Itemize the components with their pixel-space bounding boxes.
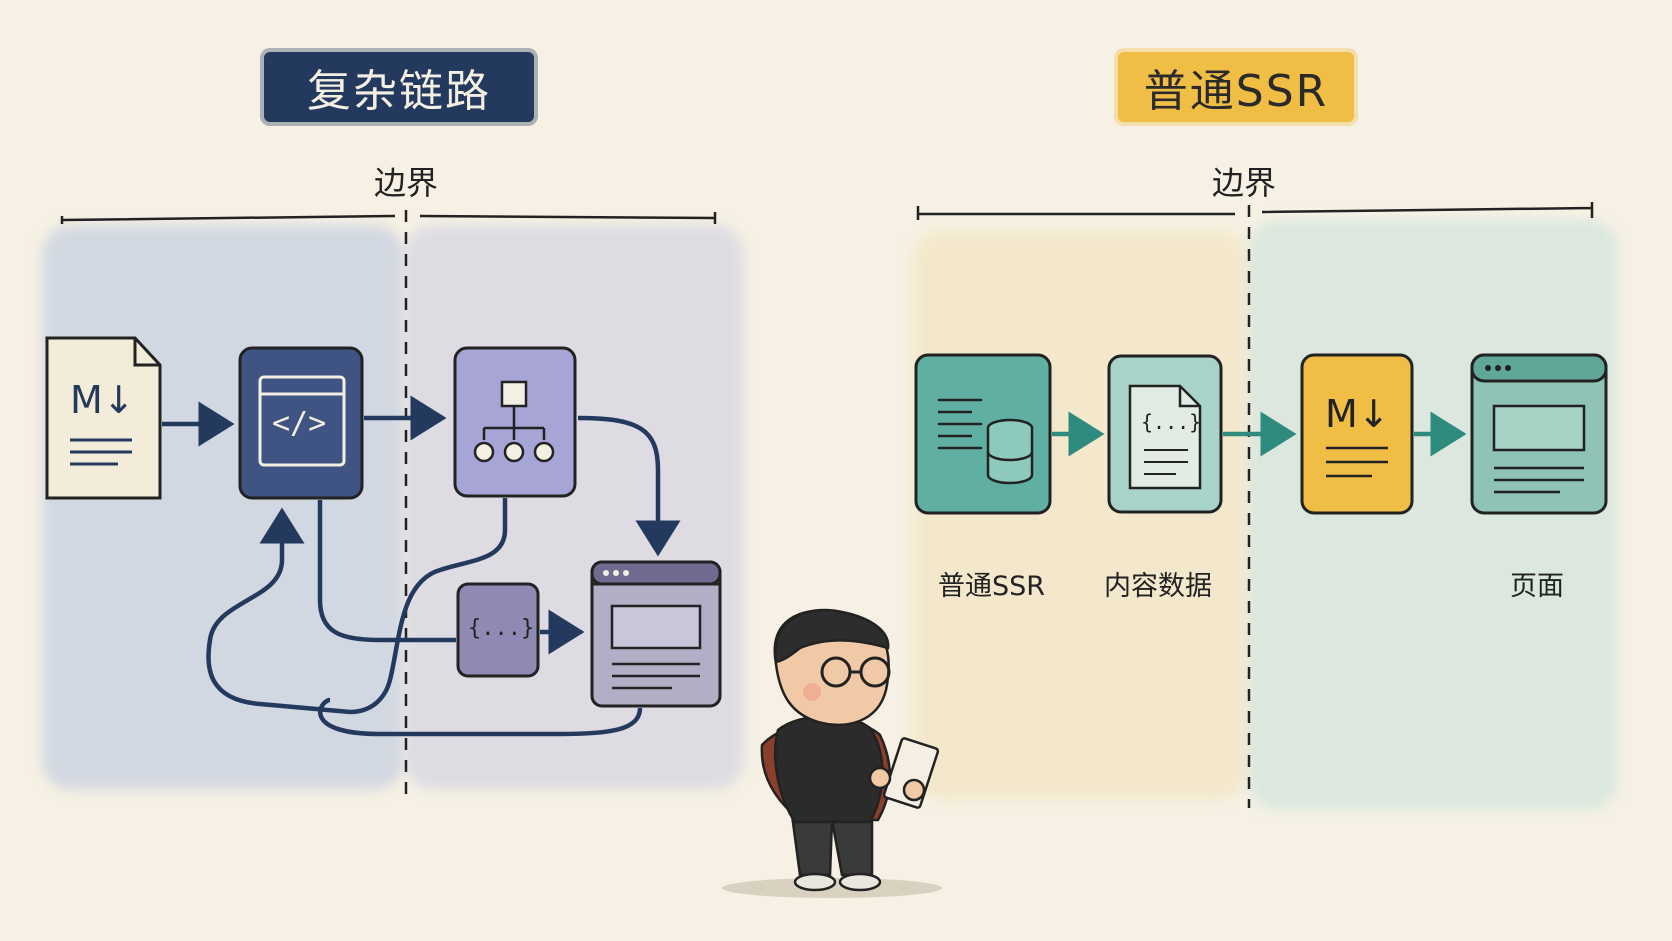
step-label-content-data: 内容数据: [1104, 571, 1212, 602]
left-json-mark: {...}: [468, 616, 535, 641]
right-json-mark: {...}: [1141, 410, 1202, 434]
right-zone-b: [1248, 220, 1618, 810]
left-flow-arrows: [162, 395, 681, 737]
left-boundary-bracket: [60, 212, 717, 224]
right-page-box: [1470, 353, 1608, 515]
right-boundary-label: 边界: [1212, 164, 1277, 202]
right-markdown-mark: M↓: [1325, 392, 1390, 436]
left-boundary-label: 边界: [374, 164, 439, 202]
left-code-mark: </>: [272, 406, 327, 441]
browser-page-box: [590, 560, 722, 708]
markdown-file-icon: [45, 336, 162, 500]
right-title-banner: 普通SSR: [1118, 52, 1354, 122]
right-boundary-bracket: [916, 202, 1594, 220]
code-editor-box: [238, 346, 364, 500]
component-tree-box: [453, 346, 577, 498]
step-label-ssr: 普通SSR: [938, 571, 1046, 602]
right-content-data-box: [1107, 354, 1223, 514]
left-title-text: 复杂链路: [307, 66, 491, 117]
right-zone-a: [912, 230, 1248, 800]
right-markdown-box: [1300, 353, 1414, 515]
left-markdown-mark: M↓: [70, 378, 135, 422]
json-data-box: [456, 582, 540, 678]
right-ssr-box: [914, 353, 1052, 515]
right-title-text: 普通SSR: [1143, 66, 1329, 117]
character-illustration: [722, 608, 942, 898]
step-label-page: 页面: [1510, 571, 1564, 602]
left-zone-a: [42, 225, 404, 790]
left-title-banner: 复杂链路: [264, 52, 534, 122]
